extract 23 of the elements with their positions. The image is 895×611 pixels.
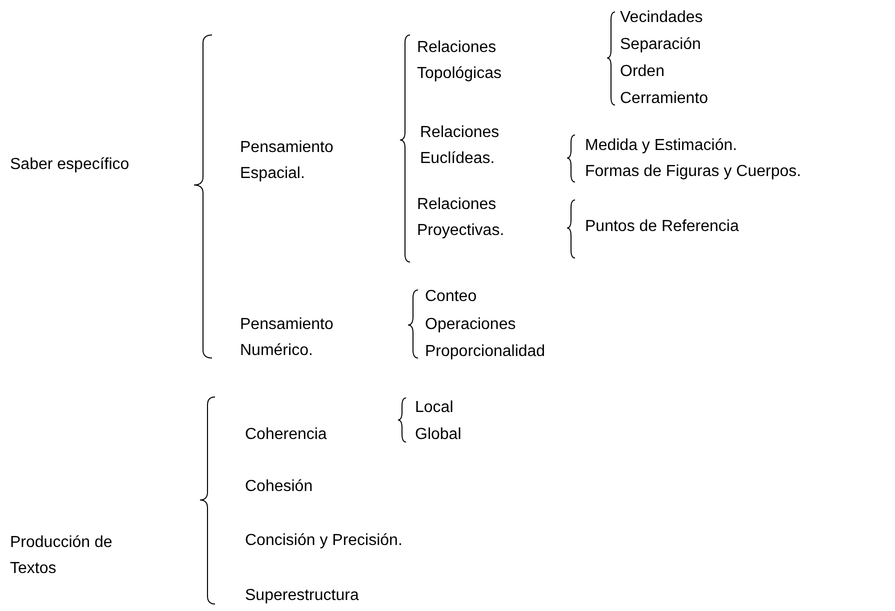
term-label: Vecindades [620,8,703,28]
term-label: Cerramiento [620,89,708,109]
term-label: Superestructura [245,586,359,606]
term-label: Medida y Estimación. [585,136,738,156]
term-label: Relaciones Proyectivas. [417,195,506,241]
term-label: Coherencia [245,425,327,445]
term-label: Conteo [425,287,477,307]
term-label: Pensamiento Espacial. [240,138,334,184]
term-label: Puntos de Referencia [585,217,739,237]
term-label: Cohesión [245,477,313,497]
term-label: Relaciones Topológicas [417,38,502,84]
term-label: Relaciones Euclídeas. [420,123,500,169]
term-label: Separación [620,35,701,55]
term-label: Saber específico [10,155,130,175]
term-label: Pensamiento Numérico. [240,315,334,361]
term-label: Formas de Figuras y Cuerpos. [585,162,802,182]
term-label: Orden [620,62,664,82]
term-label: Operaciones [425,315,516,335]
term-label: Global [415,425,462,445]
term-label: Local [415,398,454,418]
term-label: Concisión y Precisión. [245,531,402,551]
term-label: Proporcionalidad [425,342,546,362]
term-label: Producción de Textos [10,533,114,579]
